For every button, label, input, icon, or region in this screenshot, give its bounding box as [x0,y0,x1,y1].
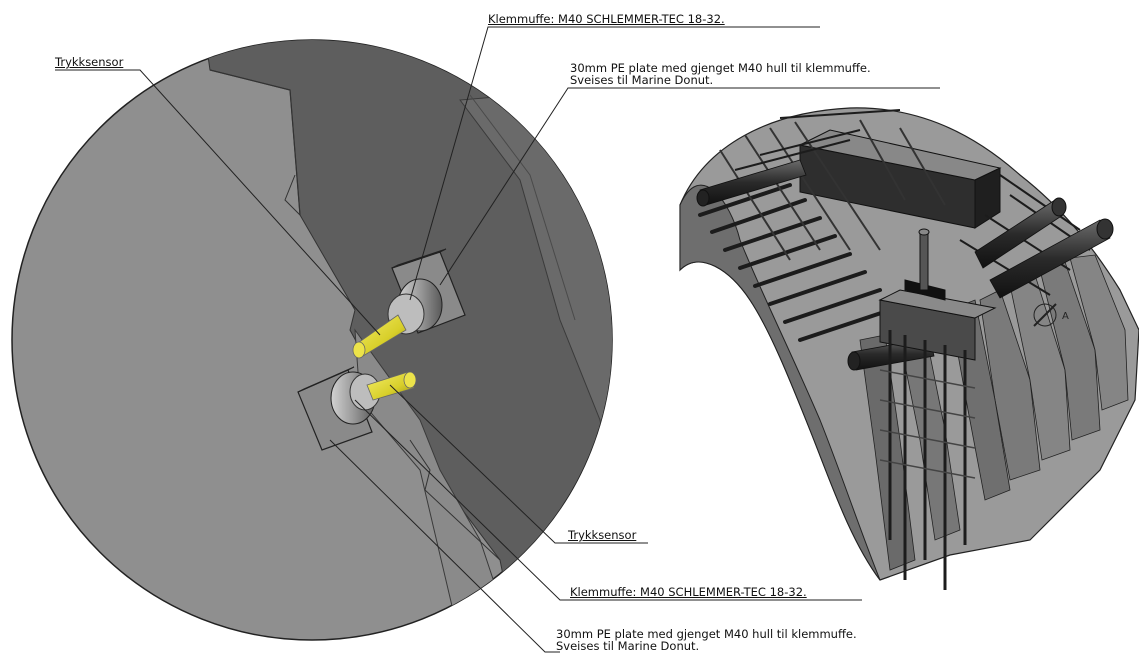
upper-mounting-block [387,248,466,335]
callout-top-klemmuffe: Klemmuffe: M40 SCHLEMMER-TEC 18-32. [488,13,725,25]
callout-text: Klemmuffe: M40 SCHLEMMER-TEC 18-32. [488,12,725,26]
lower-mounting-block [297,366,381,451]
callout-text-line2: Sveises til Marine Donut. [570,73,714,87]
detail-view-circle [11,39,613,641]
callout-text-line1: 30mm PE plate med gjenget M40 hull til k… [556,627,857,641]
callout-bottom-plate: 30mm PE plate med gjenget M40 hull til k… [556,628,857,652]
callout-text: Klemmuffe: M40 SCHLEMMER-TEC 18-32. [570,585,807,599]
callout-bottom-trykksensor: Trykksensor [568,529,636,541]
callout-text: Trykksensor [568,528,637,542]
callout-top-plate: 30mm PE plate med gjenget M40 hull til k… [570,62,871,86]
callout-text-line2: Sveises til Marine Donut. [556,639,700,653]
section-marker-a: A [1033,303,1069,327]
callout-bottom-klemmuffe: Klemmuffe: M40 SCHLEMMER-TEC 18-32. [570,586,807,598]
section-marker-label: A [1062,311,1069,322]
upper-pressure-sensor [352,314,407,359]
callout-text-line1: 30mm PE plate med gjenget M40 hull til k… [570,61,871,75]
callout-text: Trykksensor [55,55,124,69]
leader-lines [55,26,940,653]
callout-top-trykksensor: Trykksensor [55,56,123,68]
marine-donut-structure: A [679,107,1139,590]
